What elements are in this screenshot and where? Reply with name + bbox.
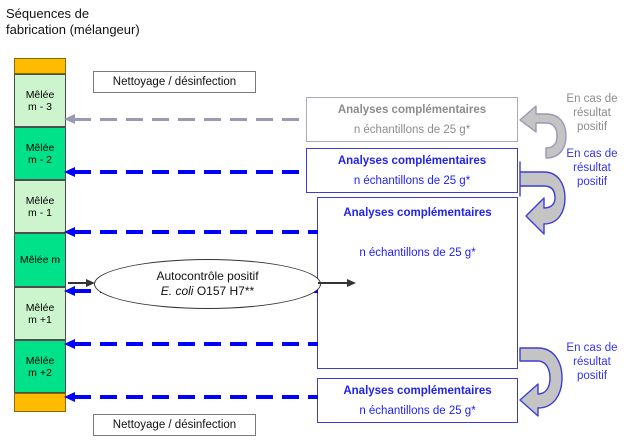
label-line-3: positif bbox=[576, 121, 608, 133]
arrowhead-icon bbox=[64, 227, 75, 237]
cell-label-line1: Mêlée bbox=[25, 354, 55, 367]
analyses-box-4-subtitle: n échantillons de 25 g* bbox=[359, 405, 476, 417]
cell-label-line1: Mêlée m bbox=[19, 254, 61, 266]
cell-label-line2: m +1 bbox=[28, 313, 52, 326]
autocontrol-input-arrow bbox=[68, 279, 95, 288]
analyses-box-2: Analyses complémentaires n échantillons … bbox=[306, 148, 518, 193]
analyses-box-4-title: Analyses complémentaires bbox=[343, 385, 492, 397]
cell-label-line2: m +2 bbox=[28, 366, 52, 379]
feedback-arrow-6 bbox=[64, 392, 318, 402]
arrowhead-icon bbox=[64, 339, 75, 349]
arrow-line bbox=[74, 118, 307, 121]
analyses-box-3-subtitle: n échantillons de 25 g* bbox=[359, 247, 476, 259]
analyses-box-4: Analyses complémentaires n échantillons … bbox=[317, 378, 518, 423]
sequence-cell-cleaning-bottom bbox=[14, 393, 66, 412]
positive-result-label-3: En cas de résultat positif bbox=[556, 341, 628, 383]
sequence-column: Mêlée m - 3 Mêlée m - 2 Mêlée m - 1 Mêlé… bbox=[14, 58, 66, 429]
page-title: Séquences de fabrication (mélangeur) bbox=[6, 6, 266, 38]
analyses-box-2-subtitle: n échantillons de 25 g* bbox=[353, 175, 471, 187]
feedback-arrow-3 bbox=[64, 227, 318, 237]
analyses-box-3-title: Analyses complémentaires bbox=[343, 207, 492, 219]
cell-label-line1: Mêlée bbox=[25, 88, 55, 101]
cell-label-line1: Mêlée bbox=[25, 194, 55, 207]
arrow-line bbox=[74, 342, 318, 346]
analyses-box-1-subtitle: n échantillons de 25 g* bbox=[353, 124, 471, 136]
analyses-box-1: Analyses complémentaires n échantillons … bbox=[306, 97, 518, 142]
label-line-2: résultat bbox=[573, 107, 611, 119]
arrow-line bbox=[318, 282, 347, 284]
arrow-line bbox=[68, 282, 86, 284]
feedback-arrow-1 bbox=[64, 114, 307, 124]
cleaning-box-bottom: Nettoyage / désinfection bbox=[93, 414, 256, 436]
arrow-line bbox=[74, 230, 318, 234]
cell-label-line1: Mêlée bbox=[25, 301, 55, 314]
arrowhead-icon bbox=[64, 392, 75, 402]
cleaning-box-bottom-label: Nettoyage / désinfection bbox=[112, 419, 237, 431]
sequence-cell-melee-m-2: Mêlée m - 2 bbox=[14, 127, 66, 180]
sequence-cell-melee-m-3: Mêlée m - 3 bbox=[14, 74, 66, 127]
ellipse-line-2: E. coli O157 H7** bbox=[161, 284, 254, 299]
analyses-box-2-title: Analyses complémentaires bbox=[337, 155, 487, 167]
ellipse-organism-name: E. coli bbox=[160, 284, 194, 298]
analyses-box-1-title: Analyses complémentaires bbox=[337, 104, 487, 116]
sequence-cell-melee-m-1: Mêlée m - 1 bbox=[14, 180, 66, 233]
cleaning-box-top-label: Nettoyage / désinfection bbox=[112, 76, 237, 88]
cell-label-line2: m - 1 bbox=[28, 206, 52, 219]
ellipse-serotype: O157 H7** bbox=[193, 284, 255, 298]
label-line-3: positif bbox=[576, 370, 608, 382]
arrowhead-icon bbox=[64, 286, 75, 296]
cell-label-line2: m - 3 bbox=[28, 100, 52, 113]
cleaning-box-top: Nettoyage / désinfection bbox=[93, 71, 256, 93]
ellipse-line-1: Autocontrôle positif bbox=[156, 269, 259, 283]
label-line-3: positif bbox=[576, 176, 608, 188]
cell-label-line1: Mêlée bbox=[25, 141, 55, 154]
autocontrol-ellipse: Autocontrôle positif E. coli O157 H7** bbox=[94, 259, 321, 309]
arrow-line bbox=[74, 170, 307, 174]
autocontrol-output-arrow bbox=[318, 279, 356, 288]
positive-result-label-1: En cas de résultat positif bbox=[556, 92, 628, 134]
label-line-1: En cas de bbox=[566, 148, 618, 160]
label-line-1: En cas de bbox=[566, 93, 618, 105]
sequence-cell-melee-m: Mêlée m bbox=[14, 233, 66, 287]
cell-label-line2: m - 2 bbox=[28, 153, 52, 166]
feedback-arrow-2 bbox=[64, 167, 307, 177]
sequence-cell-melee-m-plus-2: Mêlée m +2 bbox=[14, 340, 66, 393]
sequence-cell-melee-m-plus-1: Mêlée m +1 bbox=[14, 287, 66, 340]
label-line-1: En cas de bbox=[566, 342, 618, 354]
arrowhead-icon bbox=[64, 114, 75, 124]
arrowhead-icon bbox=[86, 279, 95, 287]
arrow-line bbox=[74, 395, 318, 399]
sequence-cell-cleaning-top bbox=[14, 58, 66, 74]
arrowhead-icon bbox=[64, 167, 75, 177]
feedback-arrow-5 bbox=[64, 339, 318, 349]
label-line-2: résultat bbox=[573, 162, 611, 174]
title-line-2: fabrication (mélangeur) bbox=[6, 22, 140, 37]
label-line-2: résultat bbox=[573, 356, 611, 368]
arrowhead-icon bbox=[347, 279, 356, 287]
title-line-1: Séquences de bbox=[6, 6, 90, 21]
positive-result-label-2: En cas de résultat positif bbox=[556, 147, 628, 189]
